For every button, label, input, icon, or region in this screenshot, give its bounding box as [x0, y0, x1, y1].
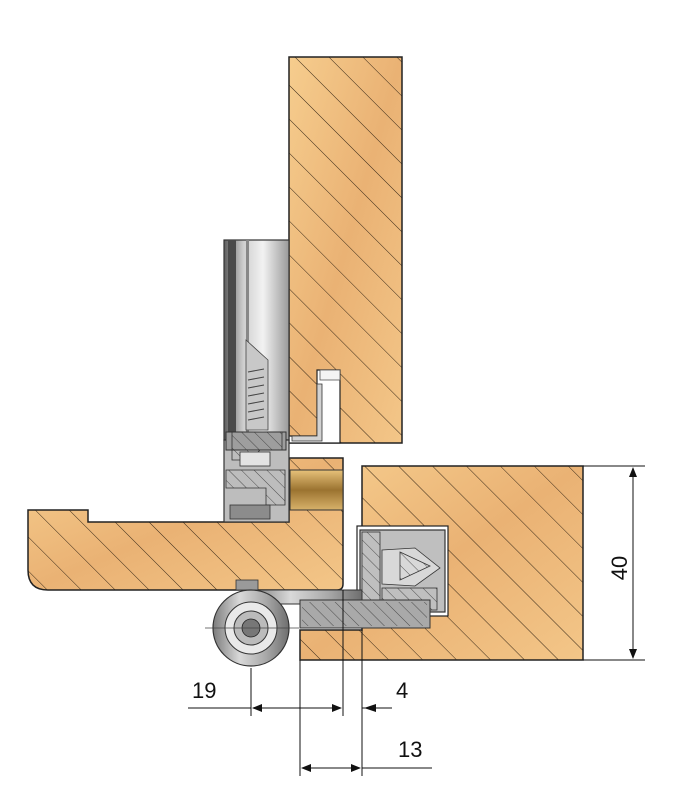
dimension-label-19: 19 — [192, 678, 216, 703]
dimension-label-13: 13 — [398, 737, 422, 762]
dimension-label-4: 4 — [396, 678, 408, 703]
dimension-reveal: 13 — [301, 737, 432, 772]
hinge-sleeve — [223, 239, 290, 441]
dimension-label-40: 40 — [607, 556, 632, 580]
hinge-mechanism-block — [223, 431, 290, 523]
dimension-frame-thickness: 40 — [583, 465, 645, 661]
upper-slot — [288, 369, 341, 444]
dimension-hinge-offset: 19 4 — [188, 590, 408, 776]
brass-pin — [289, 469, 344, 511]
upper-wood-board — [288, 56, 403, 444]
hinge-knuckle — [205, 579, 431, 667]
frame-housing — [359, 529, 446, 613]
